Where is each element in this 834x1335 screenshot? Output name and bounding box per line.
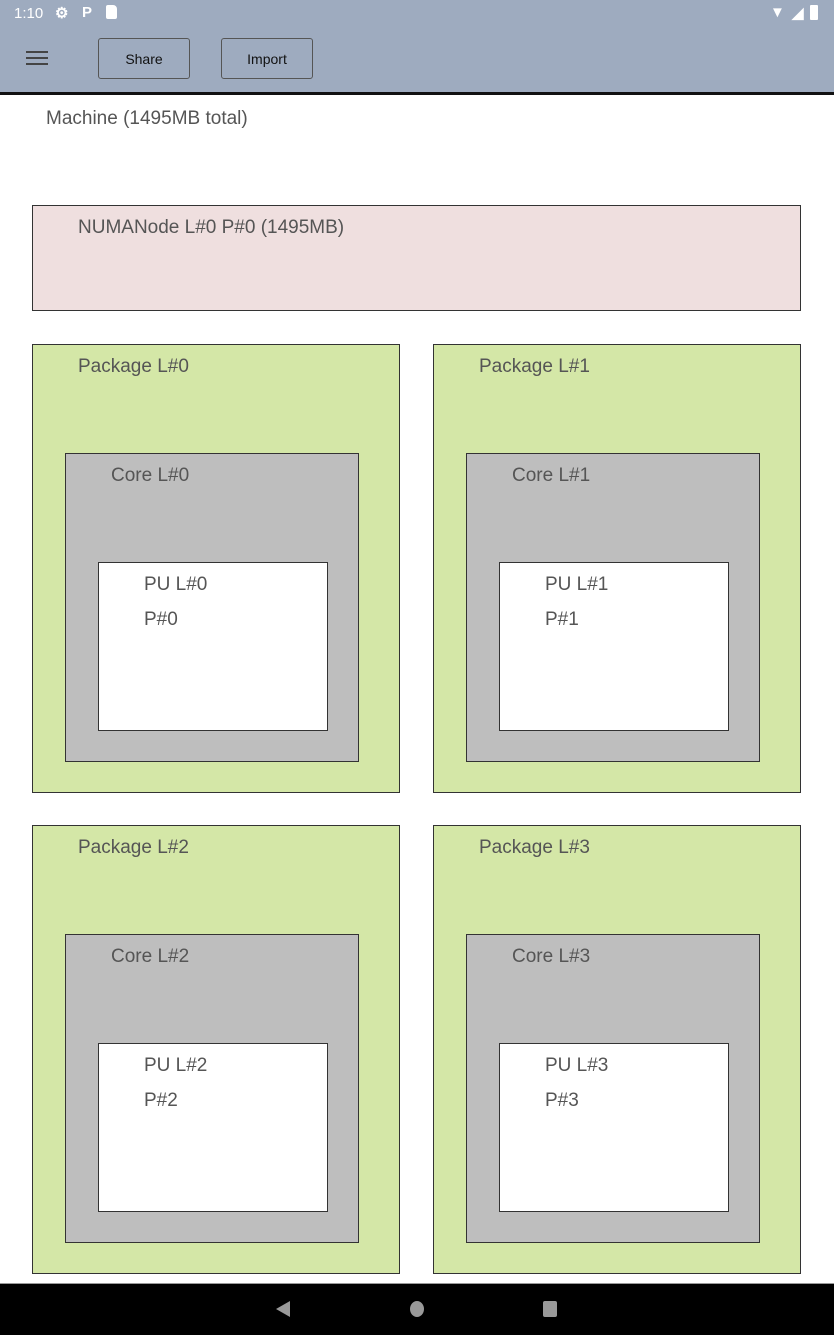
pu-label: PU L#1 xyxy=(545,574,609,595)
core-3[interactable]: Core L#3 PU L#3 P#3 xyxy=(466,934,760,1243)
package-2[interactable]: Package L#2 Core L#2 PU L#2 P#2 xyxy=(32,825,400,1274)
package-1[interactable]: Package L#1 Core L#1 PU L#1 P#1 xyxy=(433,344,801,793)
pu-physical-label: P#1 xyxy=(545,609,579,630)
pu-3[interactable]: PU L#3 P#3 xyxy=(499,1043,729,1212)
status-time: 1:10 xyxy=(14,5,44,22)
pu-physical-label: P#3 xyxy=(545,1090,579,1111)
parking-icon: P xyxy=(82,4,93,21)
pu-physical-label: P#2 xyxy=(144,1090,178,1111)
import-button[interactable]: Import xyxy=(221,38,313,79)
toolbar: Share Import xyxy=(0,26,834,92)
gear-icon: ⚙ xyxy=(55,5,69,22)
core-label: Core L#3 xyxy=(512,946,591,967)
machine-label: Machine (1495MB total) xyxy=(46,108,248,129)
pu-0[interactable]: PU L#0 P#0 xyxy=(98,562,328,731)
recents-icon[interactable] xyxy=(543,1301,557,1317)
battery-icon xyxy=(810,5,818,20)
navigation-bar xyxy=(0,1284,834,1335)
core-label: Core L#0 xyxy=(111,465,190,486)
pu-label: PU L#0 xyxy=(144,574,208,595)
core-label: Core L#2 xyxy=(111,946,190,967)
package-3[interactable]: Package L#3 Core L#3 PU L#3 P#3 xyxy=(433,825,801,1274)
package-label: Package L#1 xyxy=(479,356,590,377)
home-icon[interactable] xyxy=(410,1301,424,1317)
pu-label: PU L#3 xyxy=(545,1055,609,1076)
pu-physical-label: P#0 xyxy=(144,609,178,630)
core-2[interactable]: Core L#2 PU L#2 P#2 xyxy=(65,934,359,1243)
package-label: Package L#3 xyxy=(479,837,590,858)
status-bar: 1:10 ⚙ P ▼ ◢ xyxy=(0,0,834,26)
numa-node[interactable]: NUMANode L#0 P#0 (1495MB) xyxy=(32,205,801,311)
back-icon[interactable] xyxy=(276,1301,290,1317)
pu-1[interactable]: PU L#1 P#1 xyxy=(499,562,729,731)
pu-2[interactable]: PU L#2 P#2 xyxy=(98,1043,328,1212)
numa-label: NUMANode L#0 P#0 (1495MB) xyxy=(78,217,345,238)
core-0[interactable]: Core L#0 PU L#0 P#0 xyxy=(65,453,359,762)
wifi-icon: ▼ xyxy=(770,4,785,21)
core-label: Core L#1 xyxy=(512,465,591,486)
core-1[interactable]: Core L#1 PU L#1 P#1 xyxy=(466,453,760,762)
share-button[interactable]: Share xyxy=(98,38,190,79)
package-label: Package L#2 xyxy=(78,837,189,858)
signal-icon: ◢ xyxy=(792,5,804,22)
package-label: Package L#0 xyxy=(78,356,189,377)
sd-card-icon xyxy=(106,5,117,19)
topology-view: Machine (1495MB total) NUMANode L#0 P#0 … xyxy=(0,92,834,1284)
menu-icon[interactable] xyxy=(26,48,48,66)
package-0[interactable]: Package L#0 Core L#0 PU L#0 P#0 xyxy=(32,344,400,793)
pu-label: PU L#2 xyxy=(144,1055,208,1076)
